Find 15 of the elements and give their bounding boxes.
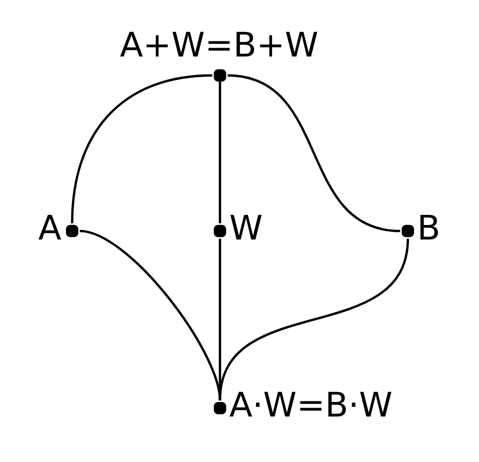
node-label: A (38, 208, 61, 248)
connector (218, 82, 221, 224)
connector (227, 74, 400, 232)
node-label: A+W=B+W (119, 25, 318, 64)
node-circle (213, 224, 226, 238)
node-label: W (228, 208, 262, 248)
connector (70, 74, 212, 224)
node-circle (213, 69, 226, 82)
node-circle (65, 224, 78, 238)
node-circle (401, 224, 414, 238)
connector (79, 230, 221, 401)
connector (218, 238, 408, 401)
node-label: A·W=B·W (228, 386, 392, 425)
node-label: B (416, 208, 440, 248)
node-circle (213, 402, 226, 414)
